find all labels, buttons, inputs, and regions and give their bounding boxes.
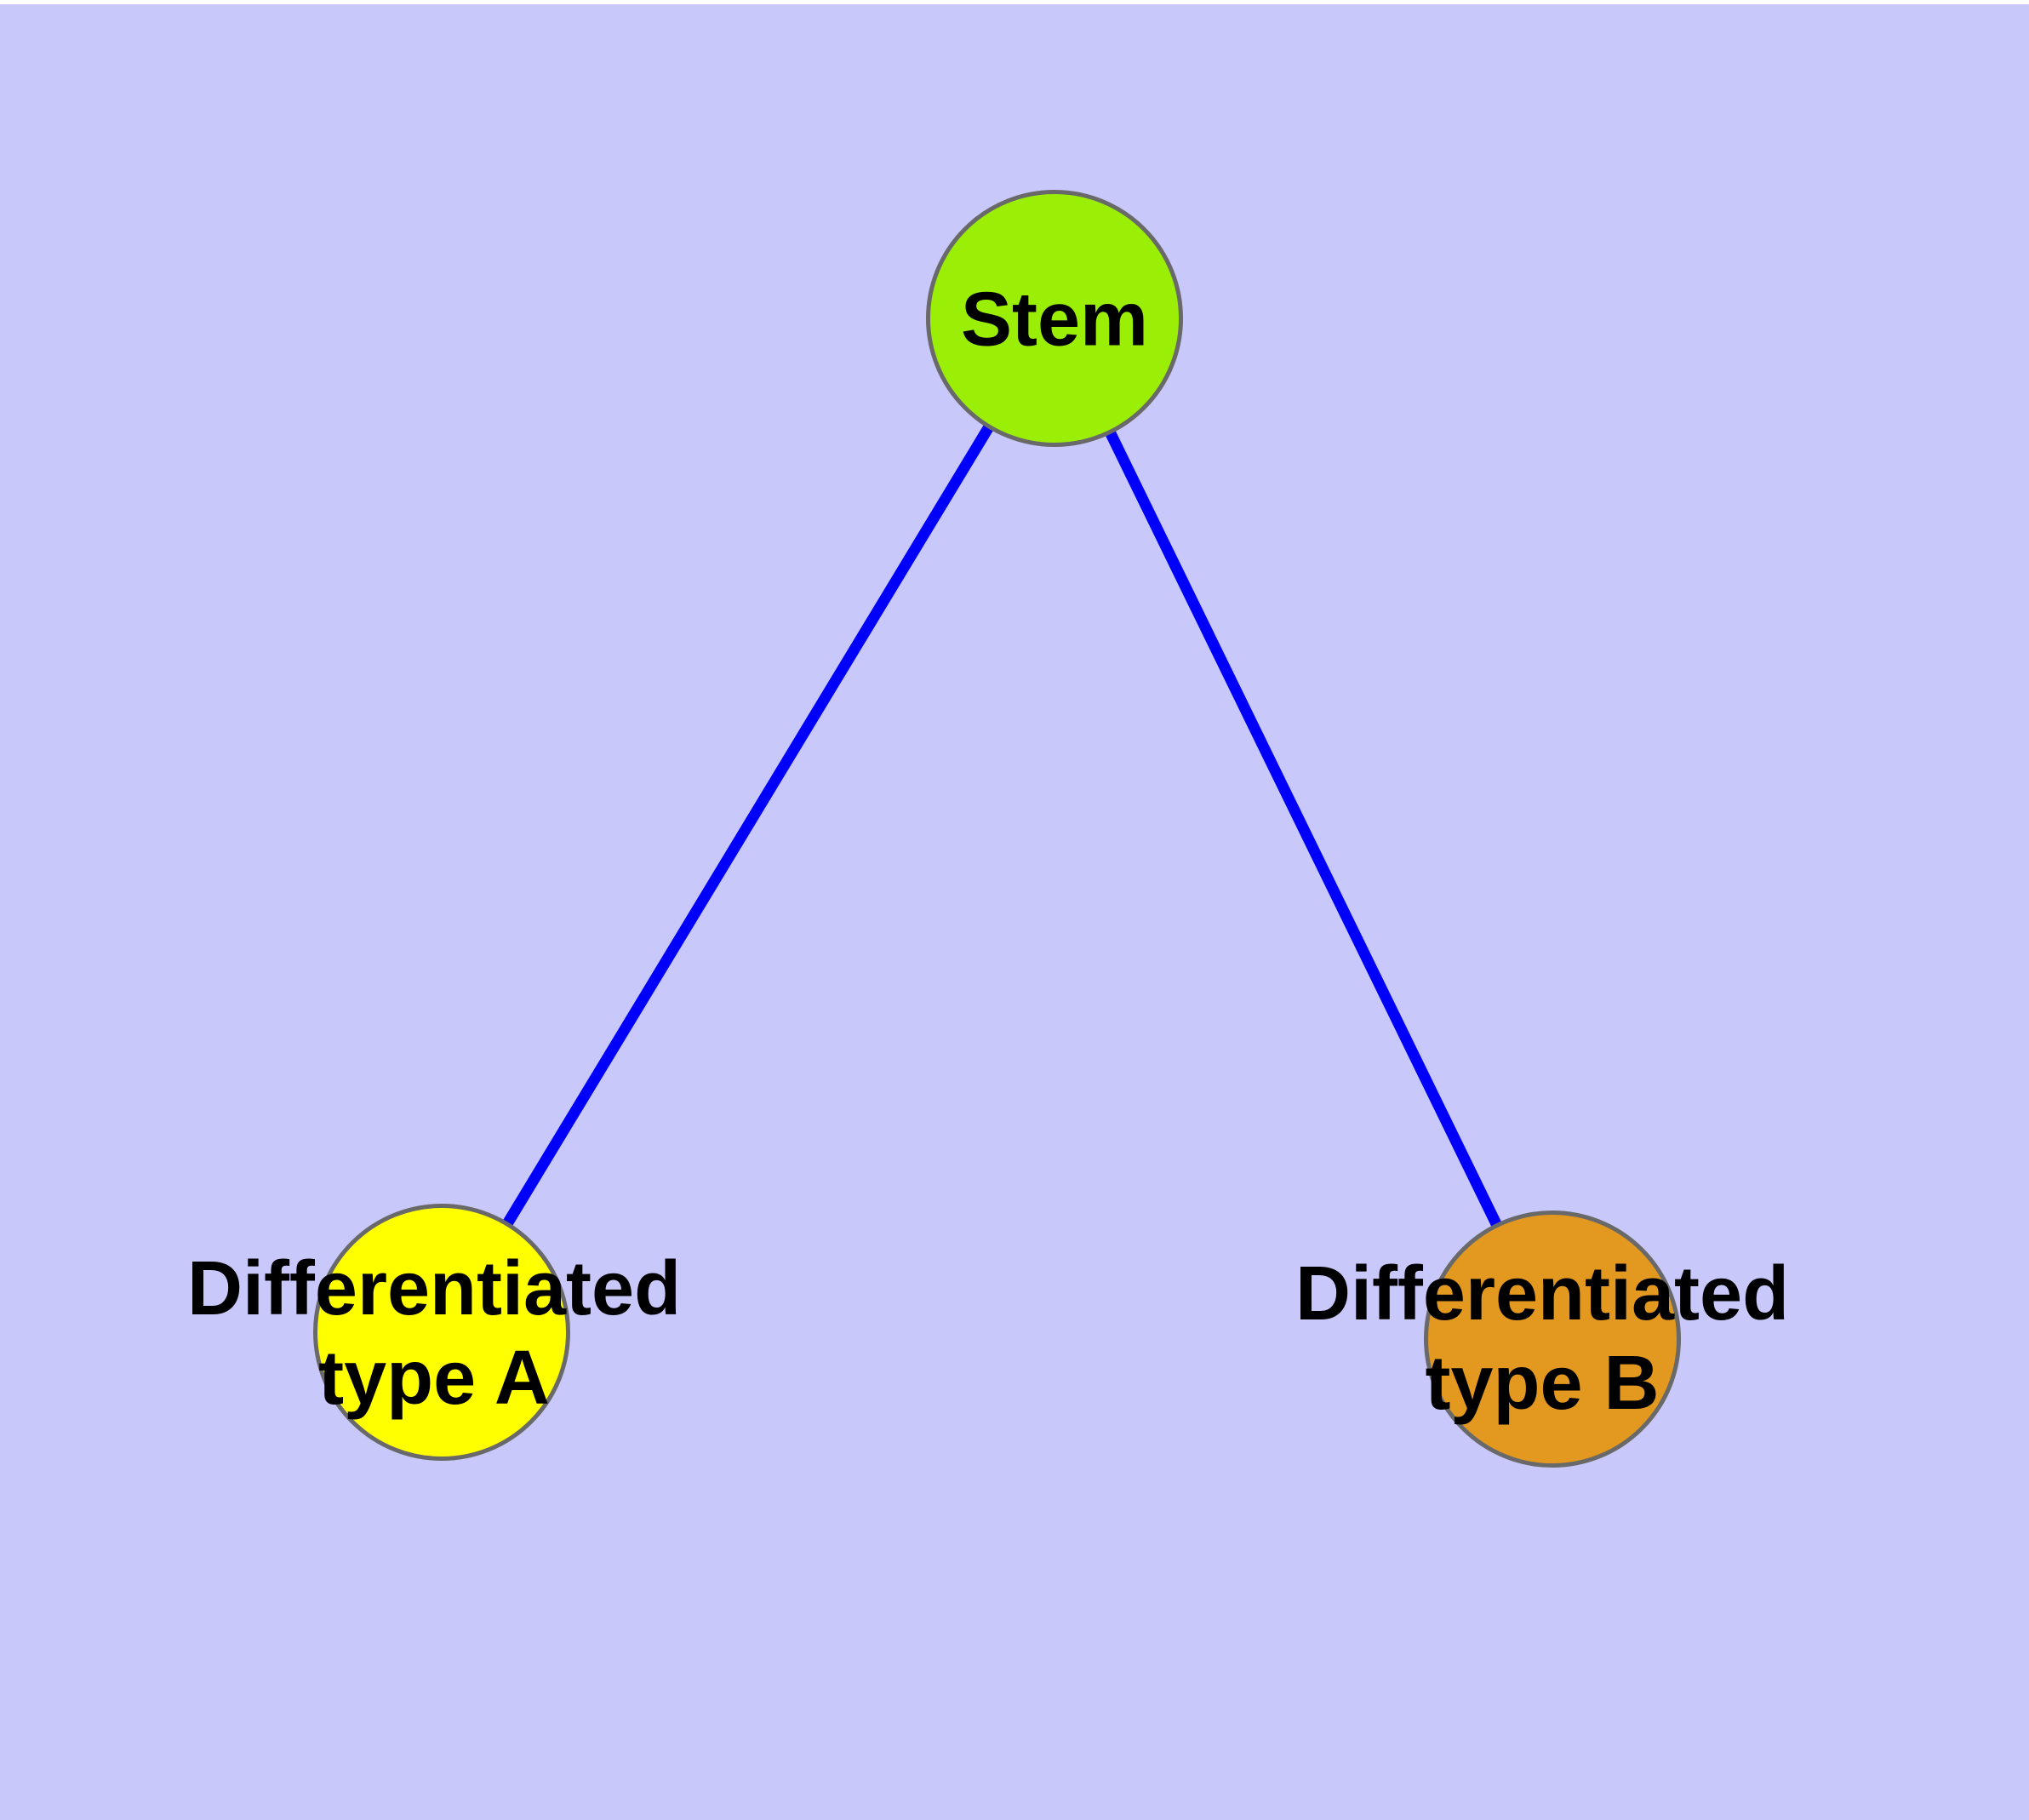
node-stem-label: Stem xyxy=(960,277,1149,363)
edge-stem-to-type-a xyxy=(437,315,1060,1336)
edge-stem-to-type-b xyxy=(1049,316,1557,1342)
node-differentiated-type-a-circle xyxy=(313,1204,570,1461)
node-differentiated-type-b-circle xyxy=(1424,1210,1681,1468)
node-differentiated-type-b-label: Differentiated type B xyxy=(1295,1251,1790,1426)
top-border-strip xyxy=(0,0,2029,4)
node-differentiated-type-a-label: Differentiated type A xyxy=(186,1246,682,1421)
node-stem-circle xyxy=(926,190,1183,447)
